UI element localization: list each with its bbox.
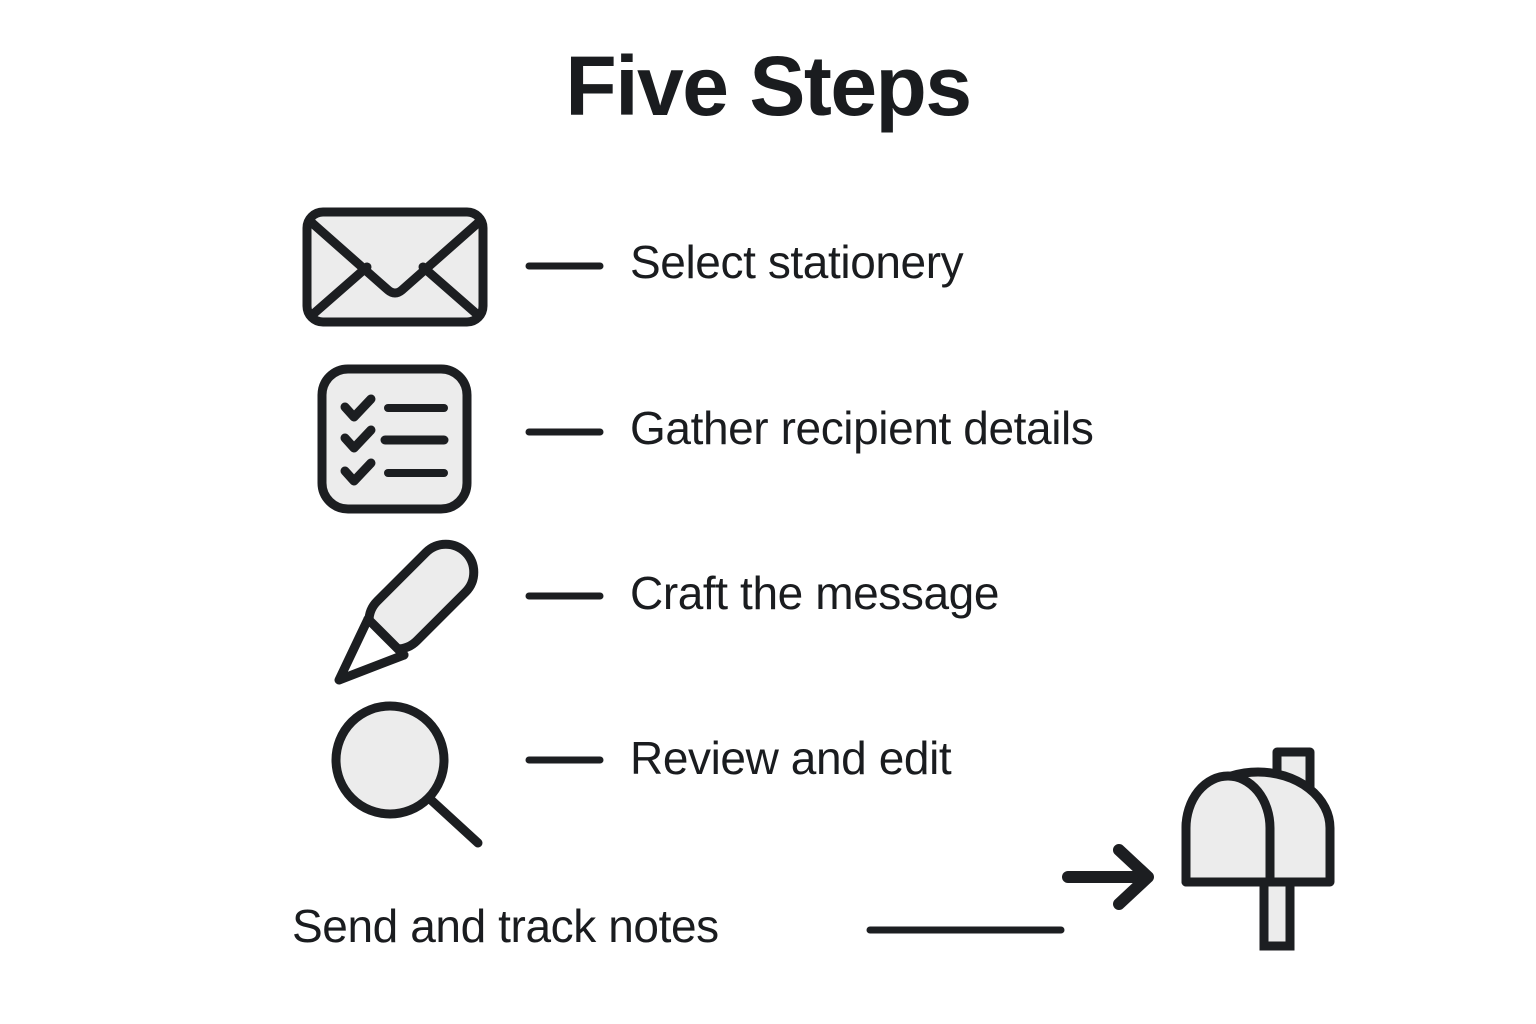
mailbox-icon xyxy=(1181,747,1335,951)
magnifier-handle xyxy=(425,794,483,848)
step-label-1: Select stationery xyxy=(630,236,964,288)
magnifier-icon xyxy=(331,701,483,848)
arrow-right-icon xyxy=(1062,844,1154,910)
step-label-4: Review and edit xyxy=(630,732,952,784)
checklist-check-3 xyxy=(340,458,376,486)
pencil-icon xyxy=(334,539,479,685)
arrow-head xyxy=(1113,844,1154,910)
mailbox-door xyxy=(1181,771,1275,887)
step-label-2: Gather recipient details xyxy=(630,402,1094,454)
checklist-check-1 xyxy=(340,394,376,422)
magnifier-lens xyxy=(331,701,449,819)
envelope-fold-right xyxy=(418,262,484,321)
checklist-check-2 xyxy=(340,425,376,453)
envelope-body xyxy=(302,207,488,327)
mailbox-post xyxy=(1259,871,1295,951)
step-label-5: Send and track notes xyxy=(292,900,719,952)
pencil-ferrule xyxy=(363,614,409,660)
envelope-fold-left xyxy=(306,262,372,321)
step-label-3: Craft the message xyxy=(630,567,1000,619)
checklist-icon xyxy=(317,364,472,514)
envelope-icon xyxy=(302,207,488,327)
page-title: Five Steps xyxy=(565,39,972,133)
envelope-flap xyxy=(306,217,484,298)
